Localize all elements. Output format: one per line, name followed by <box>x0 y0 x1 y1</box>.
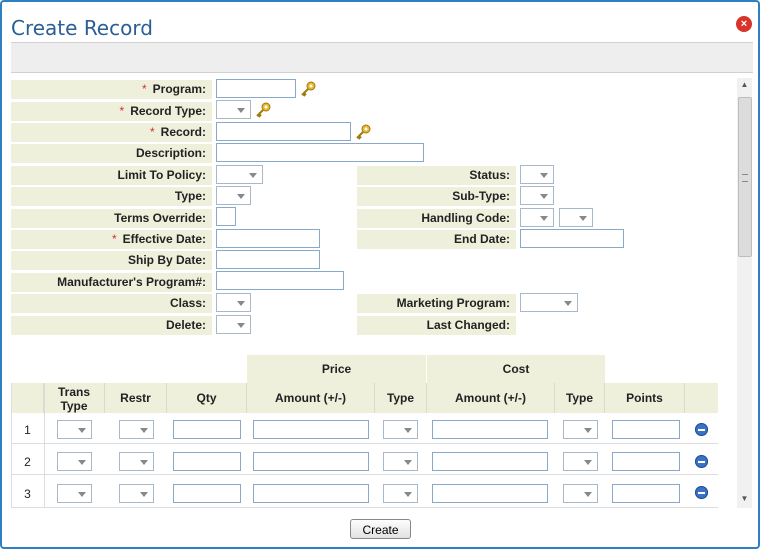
grid-border <box>44 383 45 508</box>
row-number: 1 <box>24 423 31 437</box>
row-number: 3 <box>24 487 31 501</box>
points-input[interactable] <box>612 484 680 503</box>
trans-type-select[interactable] <box>57 420 92 439</box>
handling-code-select-2[interactable] <box>559 208 593 227</box>
grid-header-price-amount: Amount (+/-) <box>247 383 375 413</box>
qty-input[interactable] <box>173 420 241 439</box>
key-lookup-icon[interactable] <box>299 80 317 98</box>
trans-type-select[interactable] <box>57 452 92 471</box>
price-amount-input[interactable] <box>253 484 369 503</box>
toolbar <box>11 42 753 73</box>
cost-amount-input[interactable] <box>432 452 548 471</box>
manufacturers-program-input[interactable] <box>216 271 344 290</box>
price-group-header: Price <box>247 355 426 383</box>
price-amount-input[interactable] <box>253 420 369 439</box>
cost-amount-input[interactable] <box>432 420 548 439</box>
grid-header-cost-type: Type <box>555 383 605 413</box>
delete-label: Delete: <box>11 316 212 335</box>
points-input[interactable] <box>612 420 680 439</box>
cost-type-select[interactable] <box>563 484 598 503</box>
cost-amount-input[interactable] <box>432 484 548 503</box>
ship-by-date-label: Ship By Date: <box>11 251 212 270</box>
table-row <box>11 444 718 475</box>
restr-select[interactable] <box>119 452 154 471</box>
restr-select[interactable] <box>119 420 154 439</box>
close-icon[interactable]: × <box>736 16 752 32</box>
cost-type-select[interactable] <box>563 452 598 471</box>
grip-icon <box>742 174 748 182</box>
grid-header-price-type: Type <box>375 383 427 413</box>
grid-header-trans-type: Trans Type <box>44 383 105 413</box>
scroll-up-arrow-icon[interactable]: ▲ <box>740 80 749 89</box>
effective-date-input[interactable] <box>216 229 320 248</box>
status-select[interactable] <box>520 165 554 184</box>
trans-type-select[interactable] <box>57 484 92 503</box>
type-select[interactable] <box>216 186 251 205</box>
price-amount-input[interactable] <box>253 452 369 471</box>
sub-type-label: Sub-Type: <box>357 187 516 206</box>
ship-by-date-input[interactable] <box>216 250 320 269</box>
key-lookup-icon[interactable] <box>354 123 372 141</box>
status-label: Status: <box>357 166 516 185</box>
restr-select[interactable] <box>119 484 154 503</box>
grid-header-qty: Qty <box>167 383 247 413</box>
last-changed-label: Last Changed: <box>357 316 516 335</box>
grid-header-cost-amount: Amount (+/-) <box>427 383 555 413</box>
table-row <box>11 475 718 508</box>
cost-group-header: Cost <box>427 355 605 383</box>
remove-row-icon[interactable] <box>695 486 708 499</box>
grid-header-rownum <box>11 383 44 413</box>
manufacturers-program-label: Manufacturer's Program#: <box>11 273 212 292</box>
handling-code-label: Handling Code: <box>357 209 516 228</box>
class-label: Class: <box>11 294 212 313</box>
qty-input[interactable] <box>173 484 241 503</box>
record-label: *Record: <box>11 123 212 142</box>
end-date-label: End Date: <box>357 230 516 249</box>
remove-row-icon[interactable] <box>695 423 708 436</box>
effective-date-label: *Effective Date: <box>11 230 212 249</box>
create-button[interactable]: Create <box>350 519 411 539</box>
record-type-select[interactable] <box>216 100 251 119</box>
marketing-program-select[interactable] <box>520 293 578 312</box>
delete-select[interactable] <box>216 315 251 334</box>
marketing-program-label: Marketing Program: <box>357 294 516 313</box>
dialog-title: Create Record <box>11 16 153 40</box>
limit-to-policy-select[interactable] <box>216 165 263 184</box>
form-scroll-area: *Program: *Record Type: *Record: Descrip… <box>11 78 736 508</box>
limit-to-policy-label: Limit To Policy: <box>11 166 212 185</box>
end-date-input[interactable] <box>520 229 624 248</box>
program-label: *Program: <box>11 80 212 99</box>
remove-row-icon[interactable] <box>695 455 708 468</box>
grid-header-actions <box>685 383 718 413</box>
scroll-thumb[interactable] <box>738 97 752 257</box>
grid-header-points: Points <box>605 383 685 413</box>
qty-input[interactable] <box>173 452 241 471</box>
terms-override-input[interactable] <box>216 207 236 226</box>
row-number: 2 <box>24 455 31 469</box>
record-input[interactable] <box>216 122 351 141</box>
cost-type-select[interactable] <box>563 420 598 439</box>
points-input[interactable] <box>612 452 680 471</box>
description-label: Description: <box>11 144 212 163</box>
scroll-down-arrow-icon[interactable]: ▼ <box>740 494 749 503</box>
program-input[interactable] <box>216 79 296 98</box>
price-type-select[interactable] <box>383 452 418 471</box>
vertical-scrollbar[interactable]: ▲ ▼ <box>737 78 752 508</box>
price-type-select[interactable] <box>383 420 418 439</box>
key-lookup-icon[interactable] <box>254 101 272 119</box>
class-select[interactable] <box>216 293 251 312</box>
handling-code-select[interactable] <box>520 208 554 227</box>
table-row <box>11 413 718 444</box>
description-input[interactable] <box>216 143 424 162</box>
terms-override-label: Terms Override: <box>11 209 212 228</box>
sub-type-select[interactable] <box>520 186 554 205</box>
grid-border <box>11 383 12 508</box>
record-type-label: *Record Type: <box>11 102 212 121</box>
type-label: Type: <box>11 187 212 206</box>
grid-header-restr: Restr <box>105 383 167 413</box>
price-type-select[interactable] <box>383 484 418 503</box>
